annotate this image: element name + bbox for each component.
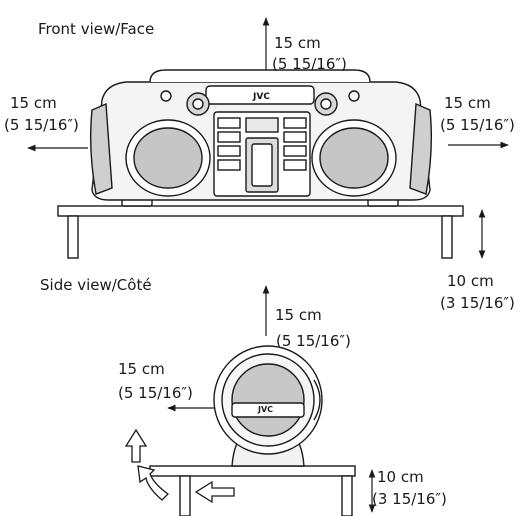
airflow-up-arrow-icon [124,428,148,463]
side-top-clearance-imperial: (5 15/16″) [276,332,351,350]
front-left-clearance-metric: 15 cm [10,94,57,112]
front-jvc-logo: JVC [253,92,270,102]
front-right-clearance-imperial: (5 15/16″) [440,116,515,134]
front-bottom-clearance-metric: 10 cm [447,272,494,290]
front-top-clearance-metric: 15 cm [274,34,321,52]
front-view-heading: Front view/Face [38,20,155,38]
side-view-heading: Side view/Côté [40,276,152,294]
side-rear-clearance-metric: 15 cm [118,360,165,378]
front-boombox [89,69,433,207]
side-bottom-clearance-metric: 10 cm [377,468,424,486]
side-shelf [149,465,356,516]
airflow-left-arrow-icon [194,480,235,504]
front-top-clearance-imperial: (5 15/16″) [272,55,347,73]
side-rear-clearance-imperial: (5 15/16″) [118,384,193,402]
side-top-clearance-metric: 15 cm [275,306,322,324]
front-right-clearance-metric: 15 cm [444,94,491,112]
airflow-curve-arrow-icon [137,465,170,501]
side-boombox [213,345,323,467]
side-jvc-logo: JVC [258,405,274,414]
side-bottom-clearance-imperial: (3 15/16″) [372,490,447,508]
front-shelf [57,205,464,259]
front-left-clearance-imperial: (5 15/16″) [4,116,79,134]
front-bottom-clearance-imperial: (3 15/16″) [440,294,515,312]
